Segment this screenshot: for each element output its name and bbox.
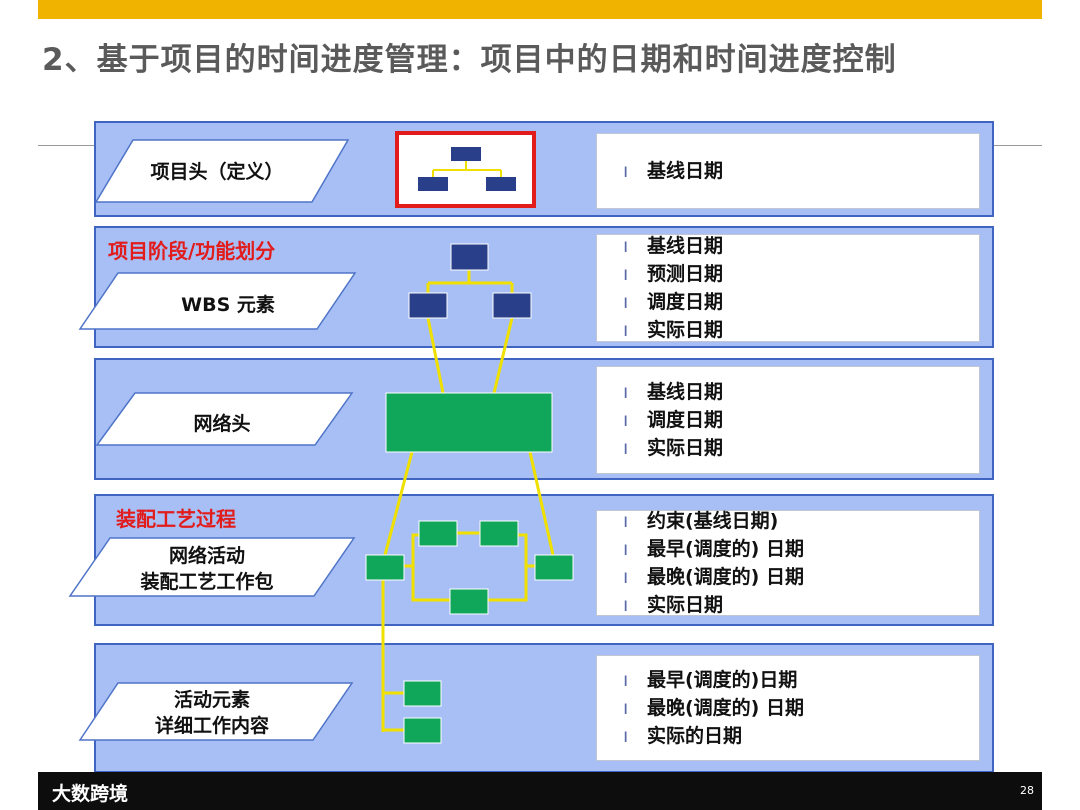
label-network-activity-line1: 网络活动 [169,544,245,567]
date-list-network-activity: 约束(基线日期) 最早(调度的) 日期 最晚(调度的) 日期 实际日期 [596,510,980,616]
date-item: 基线日期 [623,232,979,260]
level-sub-heading-wbs: 项目阶段/功能划分 [108,239,276,263]
date-item: 实际日期 [623,434,979,462]
network-activity-node [418,520,458,547]
label-activity-element: 活动元素 详细工作内容 [78,682,354,741]
label-network-activity-line2: 装配工艺工作包 [139,570,273,593]
label-network-header-text: 网络头 [193,412,250,435]
label-project-header: 项目头（定义） [94,139,350,203]
date-item: 实际日期 [623,316,979,344]
divider-line-right [994,145,1042,146]
date-item: 实际日期 [623,591,979,619]
divider-line-left [38,145,94,146]
label-activity-element-line2: 详细工作内容 [155,714,269,737]
wbs-node-root [450,243,489,271]
date-list-project-header: 基线日期 [596,133,980,209]
date-item: 调度日期 [623,406,979,434]
date-item: 最晚(调度的) 日期 [623,563,979,591]
footer-bar: 大数跨境 28 [38,772,1042,810]
wbs-node-right [492,292,532,319]
top-accent-bar [38,0,1042,19]
date-item: 基线日期 [623,378,979,406]
label-network-activity: 网络活动 装配工艺工作包 [68,537,356,597]
date-item: 预测日期 [623,260,979,288]
date-item: 约束(基线日期) [623,507,979,535]
level-sub-heading-network-activity: 装配工艺过程 [116,507,236,531]
date-item: 调度日期 [623,288,979,316]
date-list-wbs: 基线日期 预测日期 调度日期 实际日期 [596,234,980,342]
label-project-header-text: 项目头（定义） [150,160,283,183]
network-activity-node [449,588,489,615]
network-activity-node [365,554,405,581]
date-item: 最早(调度的)日期 [623,666,979,694]
date-list-activity-element: 最早(调度的)日期 最晚(调度的) 日期 实际的日期 [596,655,980,761]
footer-logo: 大数跨境 [52,783,129,805]
wbs-node-left [408,292,448,319]
label-network-header: 网络头 [95,392,354,446]
date-list-network-header: 基线日期 调度日期 实际日期 [596,366,980,474]
network-header-node [385,392,553,453]
page-number: 28 [1020,784,1034,797]
label-wbs-element: WBS 元素 [78,272,357,330]
activity-element-node [403,717,442,744]
date-item: 最早(调度的) 日期 [623,535,979,563]
date-item: 实际的日期 [623,722,979,750]
connector-lines [381,270,555,732]
label-activity-element-line1: 活动元素 [174,688,250,711]
org-chart-icon [395,131,536,208]
date-item: 最晚(调度的) 日期 [623,694,979,722]
network-activity-node [534,554,574,581]
page-title: 2、基于项目的时间进度管理：项目中的日期和时间进度控制 [42,42,897,78]
activity-element-node [403,680,442,707]
network-activity-node [479,520,519,547]
date-item: 基线日期 [623,157,979,185]
label-wbs-element-text: WBS 元素 [181,293,275,316]
